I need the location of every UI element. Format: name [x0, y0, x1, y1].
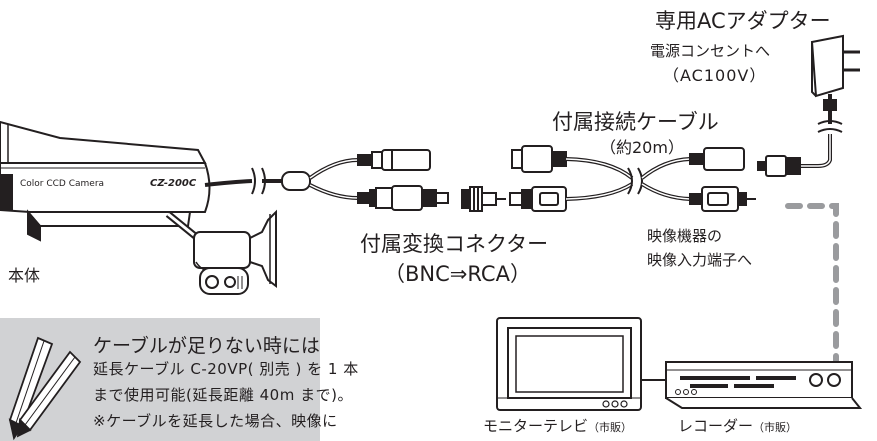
note-line-3: ※ケーブルを延長した場合、映像に	[93, 412, 338, 430]
camera-side-cable	[262, 149, 449, 211]
video-input-label-2: 映像入力端子へ	[647, 251, 753, 269]
outlet-label: 電源コンセントへ	[650, 42, 771, 60]
monitor-name: モニターテレビ	[483, 417, 589, 435]
ac-adapter	[757, 34, 860, 177]
note-title: ケーブルが足りない時には	[93, 335, 320, 357]
converter-type: （BNC⇒RCA）	[384, 262, 531, 286]
note-line-1: 延長ケーブル C-20VP( 別売 ) を 1 本	[93, 360, 359, 378]
recorder-name: レコーダー	[678, 417, 754, 435]
adapter-title: 専用ACアダプター	[655, 9, 831, 33]
camera-body-label: 本体	[8, 266, 41, 285]
note-line-2: まで使用可能(延長距離 40m まで)。	[93, 386, 353, 404]
video-path-dashed	[785, 203, 839, 371]
video-input-label-1: 映像機器の	[647, 227, 723, 245]
cable-length: （約20m）	[600, 138, 684, 157]
monitor-label: モニターテレビ（市販）	[483, 415, 632, 436]
bnc-rca-converter	[461, 186, 506, 212]
recorder-note: （市販）	[753, 421, 798, 434]
camera-brand-text: Color CCD Camera	[20, 179, 104, 189]
monitor-note: （市販）	[588, 421, 633, 434]
cable-title: 付属接続ケーブル	[552, 110, 719, 134]
pencil-icon	[8, 336, 82, 441]
attached-cable	[509, 145, 756, 212]
recorder-label: レコーダー（市販）	[678, 415, 797, 436]
camera	[0, 120, 277, 295]
camera-model-text: CZ-200C	[150, 178, 197, 189]
outlet-voltage: （AC100V）	[663, 66, 767, 85]
converter-title: 付属変換コネクター	[360, 232, 549, 256]
monitor-tv	[496, 317, 642, 411]
recorder	[665, 361, 863, 409]
